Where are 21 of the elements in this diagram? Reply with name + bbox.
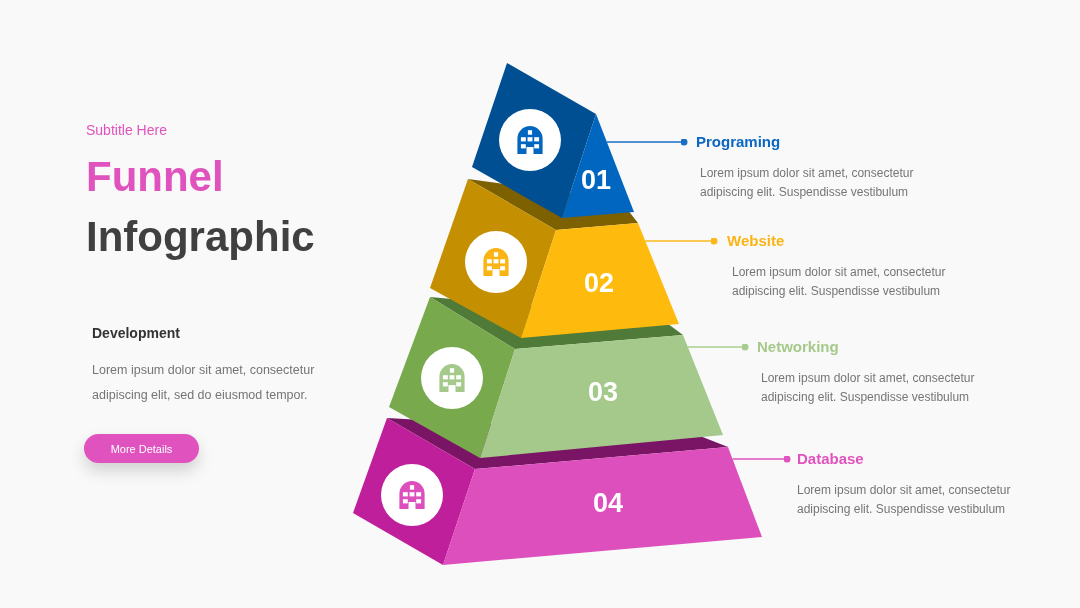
subtitle: Subtitle Here [86, 121, 167, 139]
more-details-button: More Details [84, 434, 199, 463]
body-text: Lorem ipsum dolor sit amet, consectetur adipiscing elit, sed do eiusmod tempor. [92, 362, 316, 404]
leader-line [687, 343, 749, 351]
step-number: 02 [582, 267, 615, 299]
leader-line [606, 138, 688, 146]
section-heading: Development [92, 324, 180, 342]
title: Funnel Infographic [86, 152, 316, 262]
description-text: Lorem ipsum dolor sit amet, consectetur adipiscing elit. Suspendisse vestibulum [797, 482, 1012, 518]
description-text: Lorem ipsum dolor sit amet, consectetur adipiscing elit. Suspendisse vestibulum [700, 165, 915, 201]
item-heading: Networking [757, 337, 839, 357]
description-text: Lorem ipsum dolor sit amet, consectetur adipiscing elit. Suspendisse vestibulum [732, 264, 947, 300]
step-number: 01 [579, 164, 612, 196]
item-heading: Database [797, 449, 864, 469]
item-heading: Programing [696, 132, 781, 152]
leader-line [731, 455, 791, 463]
step-number: 03 [586, 376, 619, 408]
leader-line [644, 237, 718, 245]
step-number: 04 [591, 487, 624, 519]
item-heading: Website [727, 231, 785, 251]
description-text: Lorem ipsum dolor sit amet, consectetur adipiscing elit. Suspendisse vestibulum [761, 370, 976, 406]
